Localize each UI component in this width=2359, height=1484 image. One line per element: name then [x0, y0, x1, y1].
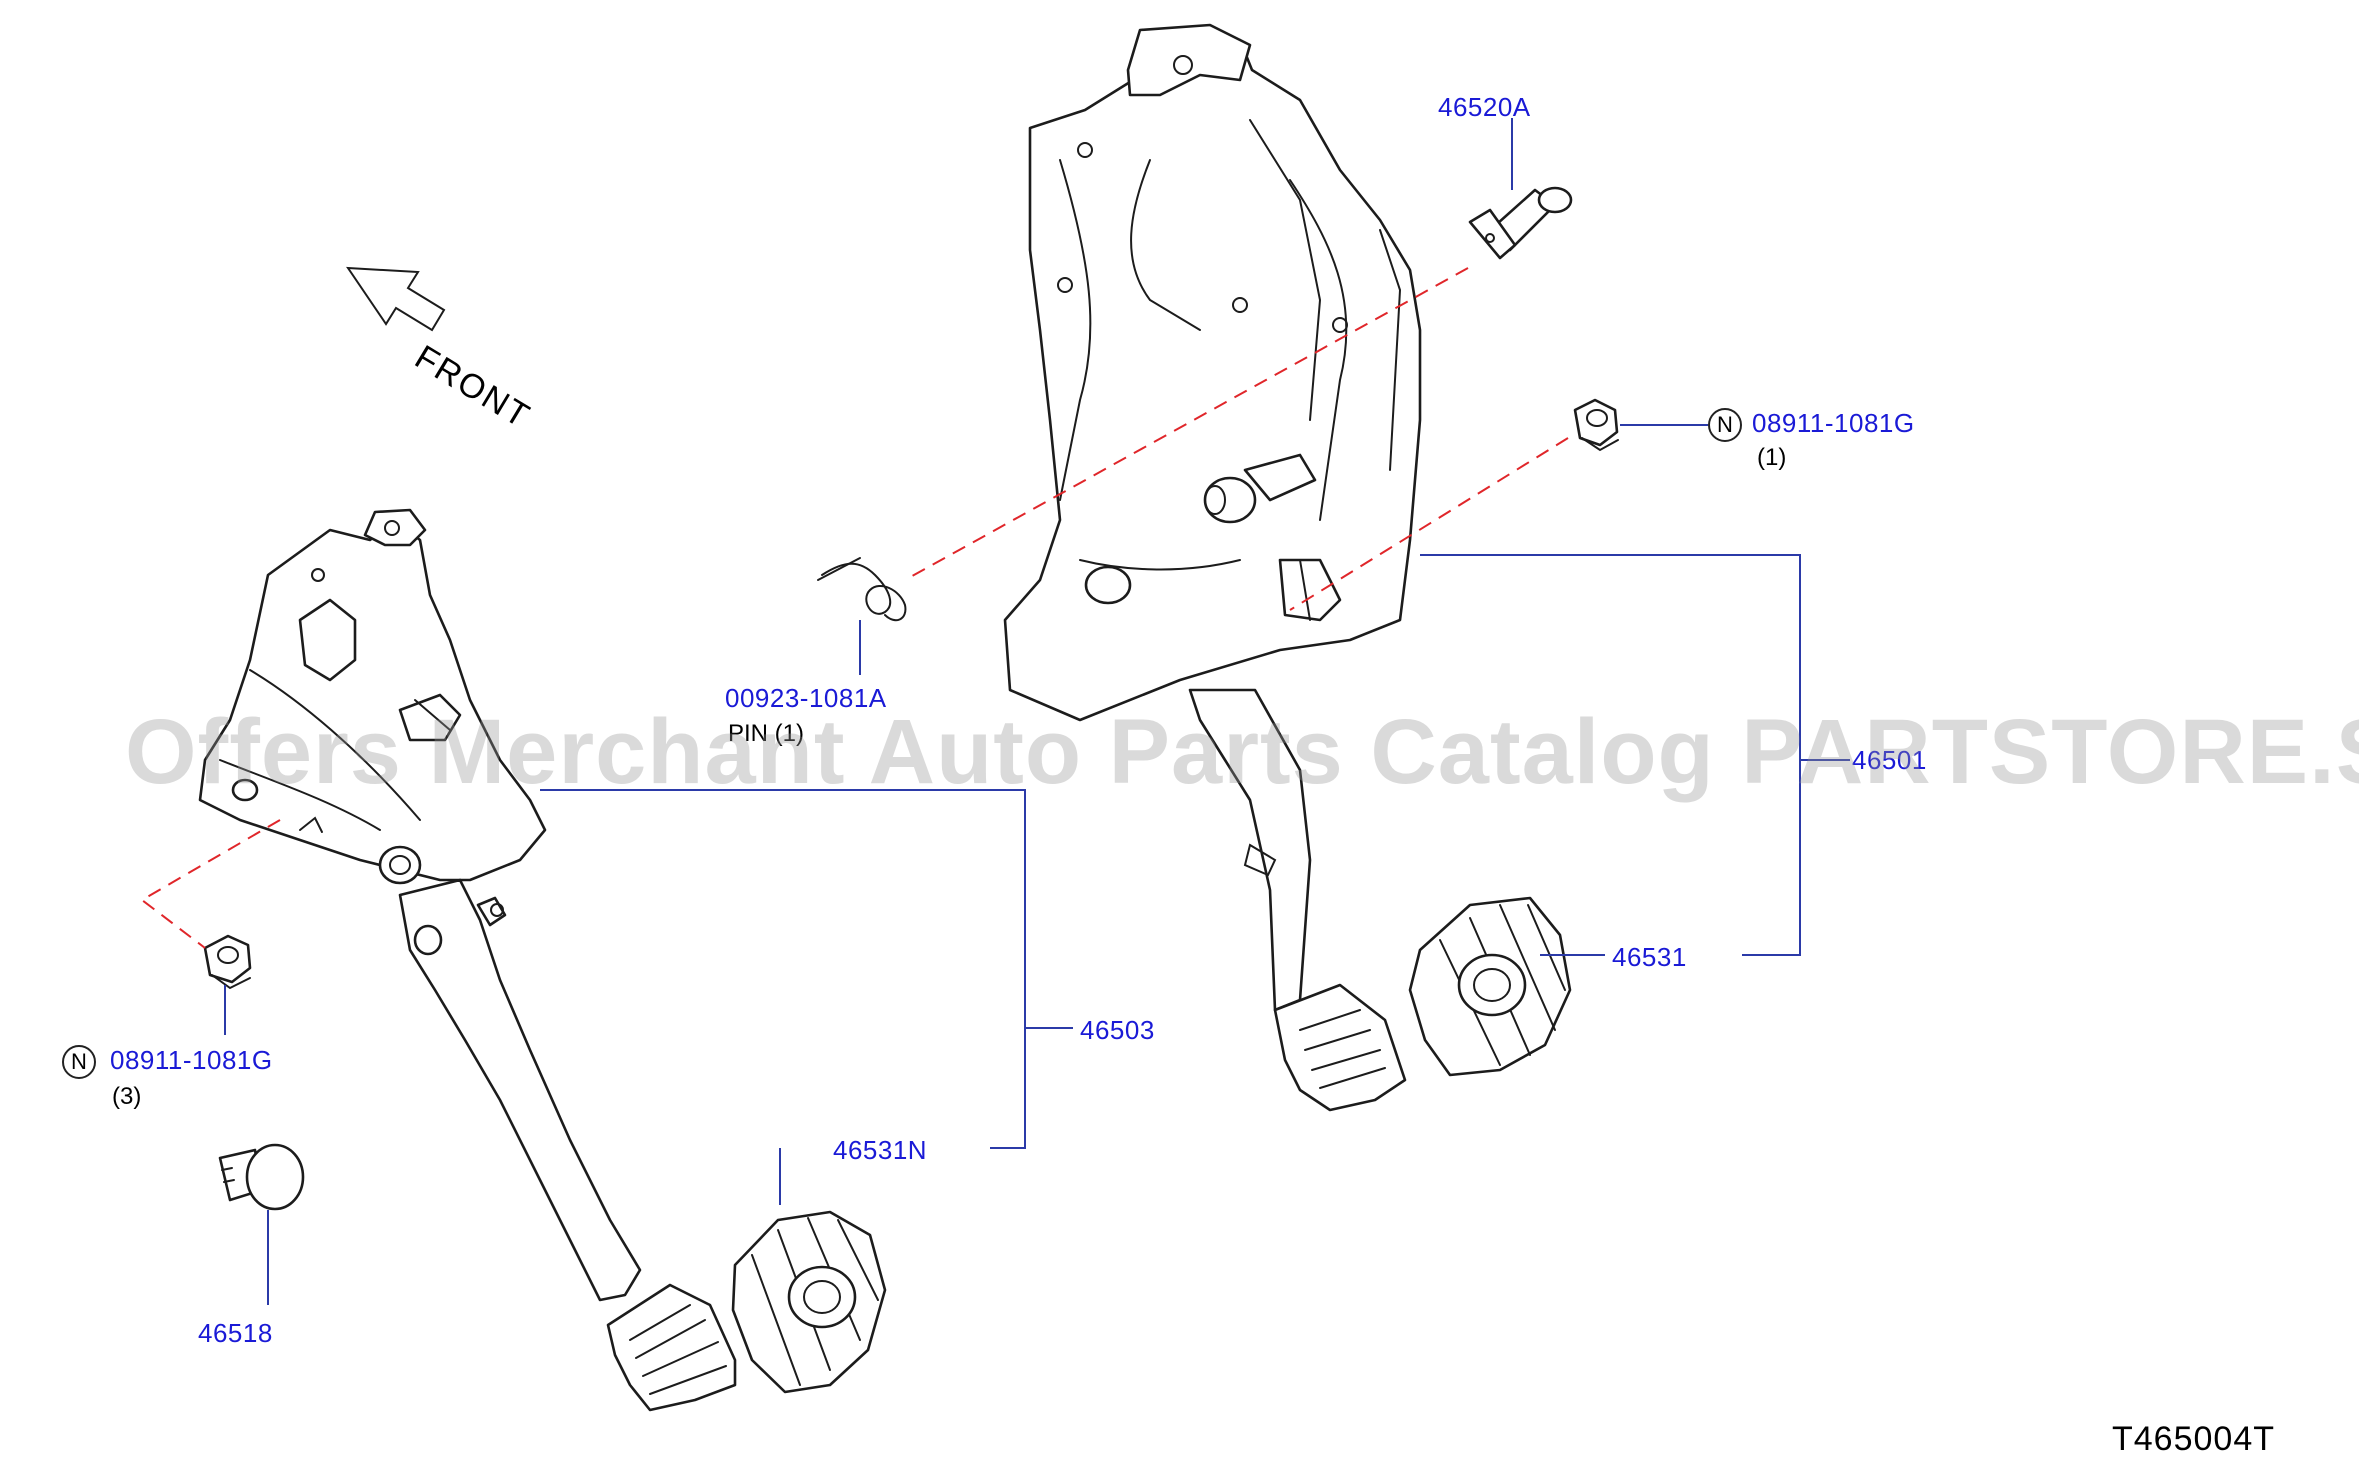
qty-08911-right: (1)	[1757, 444, 1787, 471]
label-46520A[interactable]: 46520A	[1438, 92, 1531, 122]
leader-lines	[224, 118, 1850, 1305]
n-badge-right: N	[1708, 408, 1742, 442]
label-00923-1081A[interactable]: 00923-1081A	[725, 683, 887, 713]
label-08911-left[interactable]: 08911-1081G	[110, 1045, 273, 1075]
front-arrow-icon	[346, 266, 446, 332]
label-46531N[interactable]: 46531N	[833, 1135, 928, 1165]
nut-right-08911	[1573, 398, 1619, 452]
pin-46520A	[1468, 186, 1573, 260]
n-badge-left: N	[62, 1045, 96, 1079]
left-pedal-arm	[398, 878, 737, 1412]
qty-08911-left: (3)	[112, 1083, 142, 1110]
left-pedal-pad-46531N	[731, 1210, 887, 1394]
right-pedal-bracket	[1003, 23, 1422, 722]
right-pedal-pad-46531	[1408, 896, 1572, 1077]
nut-left-08911	[203, 934, 252, 990]
label-46518[interactable]: 46518	[198, 1318, 273, 1348]
name-pin: PIN (1)	[728, 720, 805, 747]
label-08911-right[interactable]: 08911-1081G	[1752, 408, 1915, 438]
clip-pin-00923	[817, 557, 907, 622]
stopper-46518	[218, 1143, 305, 1211]
diagram-code: T465004T	[2112, 1420, 2275, 1458]
centerlines	[140, 267, 1569, 949]
label-46503[interactable]: 46503	[1080, 1015, 1155, 1045]
right-pedal-arm	[1188, 688, 1407, 1112]
label-46531[interactable]: 46531	[1612, 942, 1687, 972]
left-pedal-bracket	[198, 508, 547, 885]
label-46501[interactable]: 46501	[1852, 745, 1927, 775]
